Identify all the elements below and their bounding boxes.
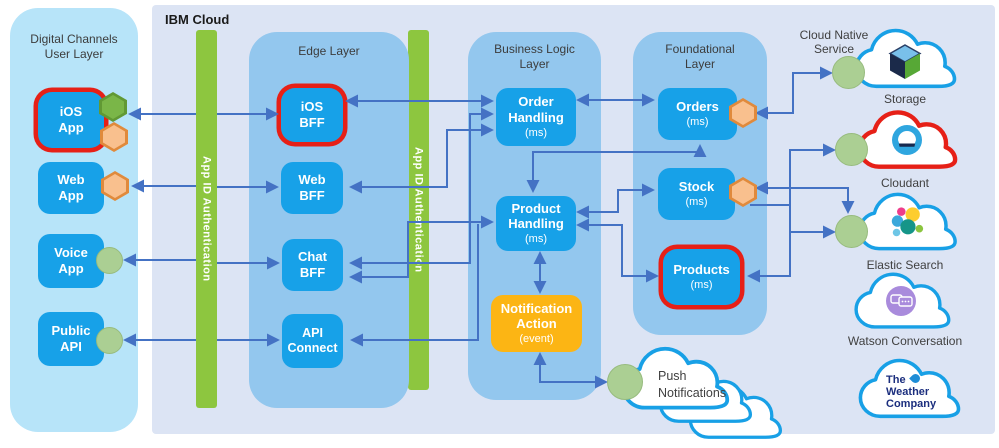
elastic-search-icon [891,207,924,237]
node-stock-ms: Stock (ms) [658,168,735,220]
business-logic-title: Business Logic Layer [494,42,575,71]
green-circle-icon [832,56,865,89]
push-notifications-label: Push Notifications [658,369,727,400]
foundational-title: Foundational Layer [665,42,735,71]
node-order-handling: Order Handling (ms) [496,88,576,146]
cloudant-label: Cloudant [880,176,930,190]
ibm-cloud-label: IBM Cloud [165,12,230,27]
node-api-connect: API Connect [282,314,343,368]
digital-channels-title: Digital Channels User Layer [30,32,118,61]
green-circle-icon [835,215,868,248]
green-circle-icon [835,133,868,166]
node-product-handling: Product Handling (ms) [496,196,576,251]
digital-channels-column: Digital Channels User Layer [10,8,138,432]
green-circle-icon [96,247,123,274]
app-id-auth-bar-1: App ID Authentication [196,30,217,408]
green-circle-icon [607,364,643,400]
weather-company-logo: The Weather Company [886,372,937,410]
cloudant-icon [892,125,922,155]
green-circle-icon [96,327,123,354]
elastic-search-label: Elastic Search [866,258,944,272]
node-public-api: Public API [38,312,104,366]
node-notification-action: Notification Action (event) [491,295,582,352]
node-web-app: Web App [38,162,104,214]
node-ios-app: iOS App [38,92,104,148]
node-voice-app: Voice App [38,234,104,288]
watson-conversation-label: Watson Conversation [847,334,963,348]
node-products-ms: Products (ms) [663,249,740,305]
storage-label: Storage [883,92,927,106]
storage-cube-icon [888,44,922,79]
weather-droplet-icon [908,372,922,385]
node-chat-bff: Chat BFF [282,239,343,291]
node-ios-bff: iOS BFF [281,88,343,142]
cloud-native-service-title: Cloud Native Service [799,28,869,56]
node-orders-ms: Orders (ms) [658,88,737,140]
node-web-bff: Web BFF [281,162,343,214]
weather-company-cloud [858,358,961,419]
edge-layer-title: Edge Layer [298,44,360,58]
app-id-auth-bar-2: App ID Authentication [408,30,429,390]
watson-chat-icon [886,286,916,316]
